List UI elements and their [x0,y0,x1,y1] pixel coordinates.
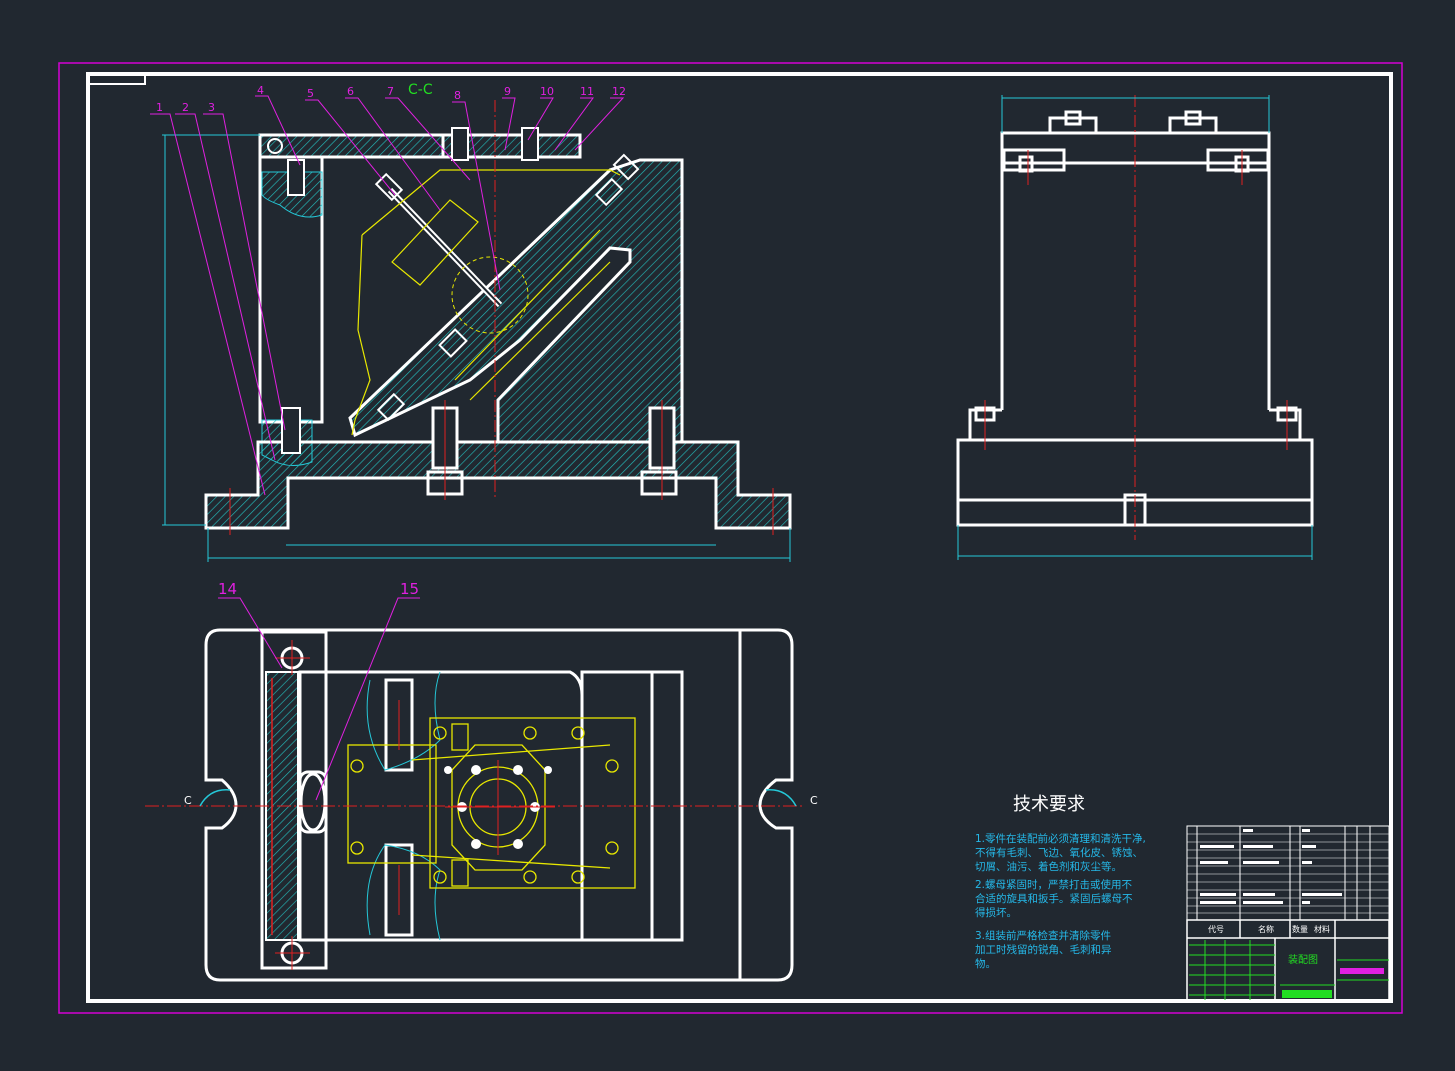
top-view-details [145,597,805,970]
parts-list [1186,825,1390,921]
header-name: 名称 [1258,925,1274,934]
frame-corner-tab [88,74,146,85]
requirement-line: 加工时残留的锐角、毛刺和异 [975,944,1112,956]
requirement-line: 2.螺母紧固时，严禁打击或使用不 [975,879,1133,891]
drawing-frame [86,72,1393,1003]
callout-2: 2 [182,101,189,114]
title-block-fill [1282,990,1332,998]
requirement-line: 物。 [975,958,996,970]
callout-12: 12 [612,85,626,98]
callout-1: 1 [156,101,163,114]
requirement-line: 3.组装前严格检查并清除零件 [975,930,1112,942]
callout-9: 9 [504,85,511,98]
base-plate [204,440,792,530]
callout-6: 6 [347,85,354,98]
callout-11: 11 [580,85,594,98]
sheet-border [58,62,1403,1014]
callout-14: 14 [218,580,237,598]
section-mark-left: C [184,794,192,807]
callout-labels-top: 1 2 3 4 5 6 7 8 9 10 11 12 [156,84,626,114]
requirement-line: 1.零件在装配前必须清理和清洗干净, [975,833,1146,845]
title-block-mark [1340,968,1384,974]
requirement-line: 得损坏。 [975,907,1017,919]
drawing-name: 装配图 [1288,955,1318,966]
parts-list-rows [1187,833,1389,914]
header-material: 材料 [1314,925,1330,934]
callout-8: 8 [454,89,461,102]
requirement-line: 切屑、油污、着色剂和灰尘等。 [975,861,1122,873]
section-mark-right: C [810,794,818,807]
side-view-annotations [957,95,1313,560]
parts-list-entries [1200,829,1342,904]
section-label: C-C [408,82,433,98]
callout-5: 5 [307,87,314,100]
title-block-grid [1189,940,1389,1000]
callout-10: 10 [540,85,554,98]
callout-7: 7 [387,85,394,98]
requirement-line: 合适的旋具和扳手。紧固后螺母不 [975,893,1133,905]
section-view-cc [150,95,792,562]
callout-15: 15 [400,580,419,598]
header-code: 代号 [1208,925,1224,934]
header-qty: 数量 [1292,925,1308,934]
workpiece-outline [361,169,621,236]
requirements-title: 技术要求 [1013,794,1085,815]
callout-3: 3 [208,101,215,114]
callout-4: 4 [257,84,264,97]
requirement-line: 不得有毛刺、飞边、氧化皮、锈蚀、 [975,847,1143,859]
